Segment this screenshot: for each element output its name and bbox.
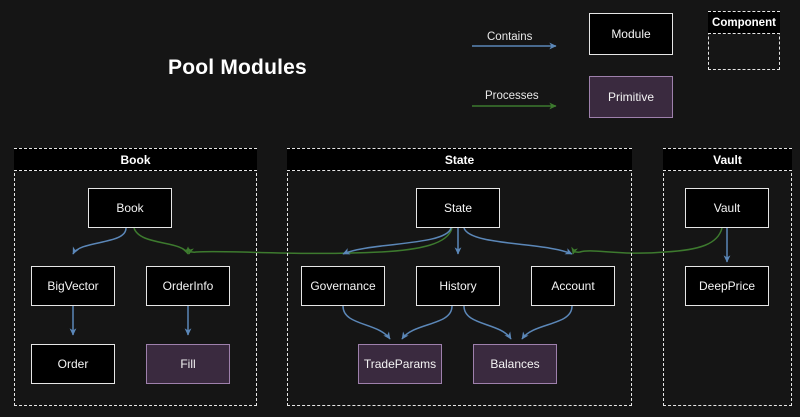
node-book-label: Book — [116, 201, 144, 215]
node-order-label: Order — [57, 357, 89, 371]
node-state[interactable]: State — [416, 188, 500, 228]
node-book[interactable]: Book — [88, 188, 172, 228]
group-vault-header: Vault — [663, 148, 792, 171]
node-vault-label: Vault — [713, 201, 741, 215]
edge-account-balances — [521, 305, 573, 340]
node-fill[interactable]: Fill — [146, 344, 230, 384]
node-fill-label: Fill — [180, 357, 196, 371]
node-order[interactable]: Order — [31, 344, 115, 384]
group-state-header: State — [287, 148, 632, 171]
edge-vault-account — [571, 227, 723, 255]
node-history-label: History — [439, 279, 477, 293]
page-title: Pool Modules — [168, 56, 307, 79]
edge-state-orderinfo — [187, 227, 453, 255]
node-account-label: Account — [551, 279, 595, 293]
node-deepprice-label: DeepPrice — [698, 279, 756, 293]
node-vault[interactable]: Vault — [685, 188, 769, 228]
node-balances[interactable]: Balances — [473, 344, 557, 384]
edge-state-governance — [342, 227, 452, 255]
group-vault-label: Vault — [713, 152, 742, 167]
legend-node-module: Module — [589, 13, 673, 55]
edge-book-orderinfo — [133, 227, 189, 255]
edge-history-tradeparams — [401, 305, 453, 340]
node-balances-label: Balances — [490, 357, 540, 371]
node-tradeparams-label: TradeParams — [363, 357, 437, 371]
legend-processes-label: Processes — [485, 90, 539, 102]
node-orderinfo-label: OrderInfo — [162, 279, 214, 293]
node-governance[interactable]: Governance — [301, 266, 385, 306]
edge-governance-tradeparams — [342, 305, 391, 340]
node-tradeparams[interactable]: TradeParams — [358, 344, 442, 384]
node-bigvector-label: BigVector — [47, 279, 99, 293]
edge-history-balances — [463, 305, 512, 340]
node-account[interactable]: Account — [531, 266, 615, 306]
legend-contains-label: Contains — [487, 31, 533, 43]
group-book-header: Book — [14, 148, 257, 171]
node-state-label: State — [443, 201, 473, 215]
group-book-label: Book — [120, 152, 151, 167]
node-deepprice[interactable]: DeepPrice — [685, 266, 769, 306]
legend-component-label: Component — [712, 16, 776, 29]
node-bigvector[interactable]: BigVector — [31, 266, 115, 306]
group-state-label: State — [444, 152, 475, 167]
legend-node-module-label: Module — [611, 27, 651, 41]
legend-node-primitive: Primitive — [589, 76, 673, 118]
edge-state-account — [463, 227, 573, 255]
node-orderinfo[interactable]: OrderInfo — [146, 266, 230, 306]
node-governance-label: Governance — [310, 279, 376, 293]
legend-component-header: Component — [708, 11, 780, 34]
legend-node-primitive-label: Primitive — [607, 90, 654, 104]
edge-book-bigvector — [72, 227, 127, 255]
node-history[interactable]: History — [416, 266, 500, 306]
